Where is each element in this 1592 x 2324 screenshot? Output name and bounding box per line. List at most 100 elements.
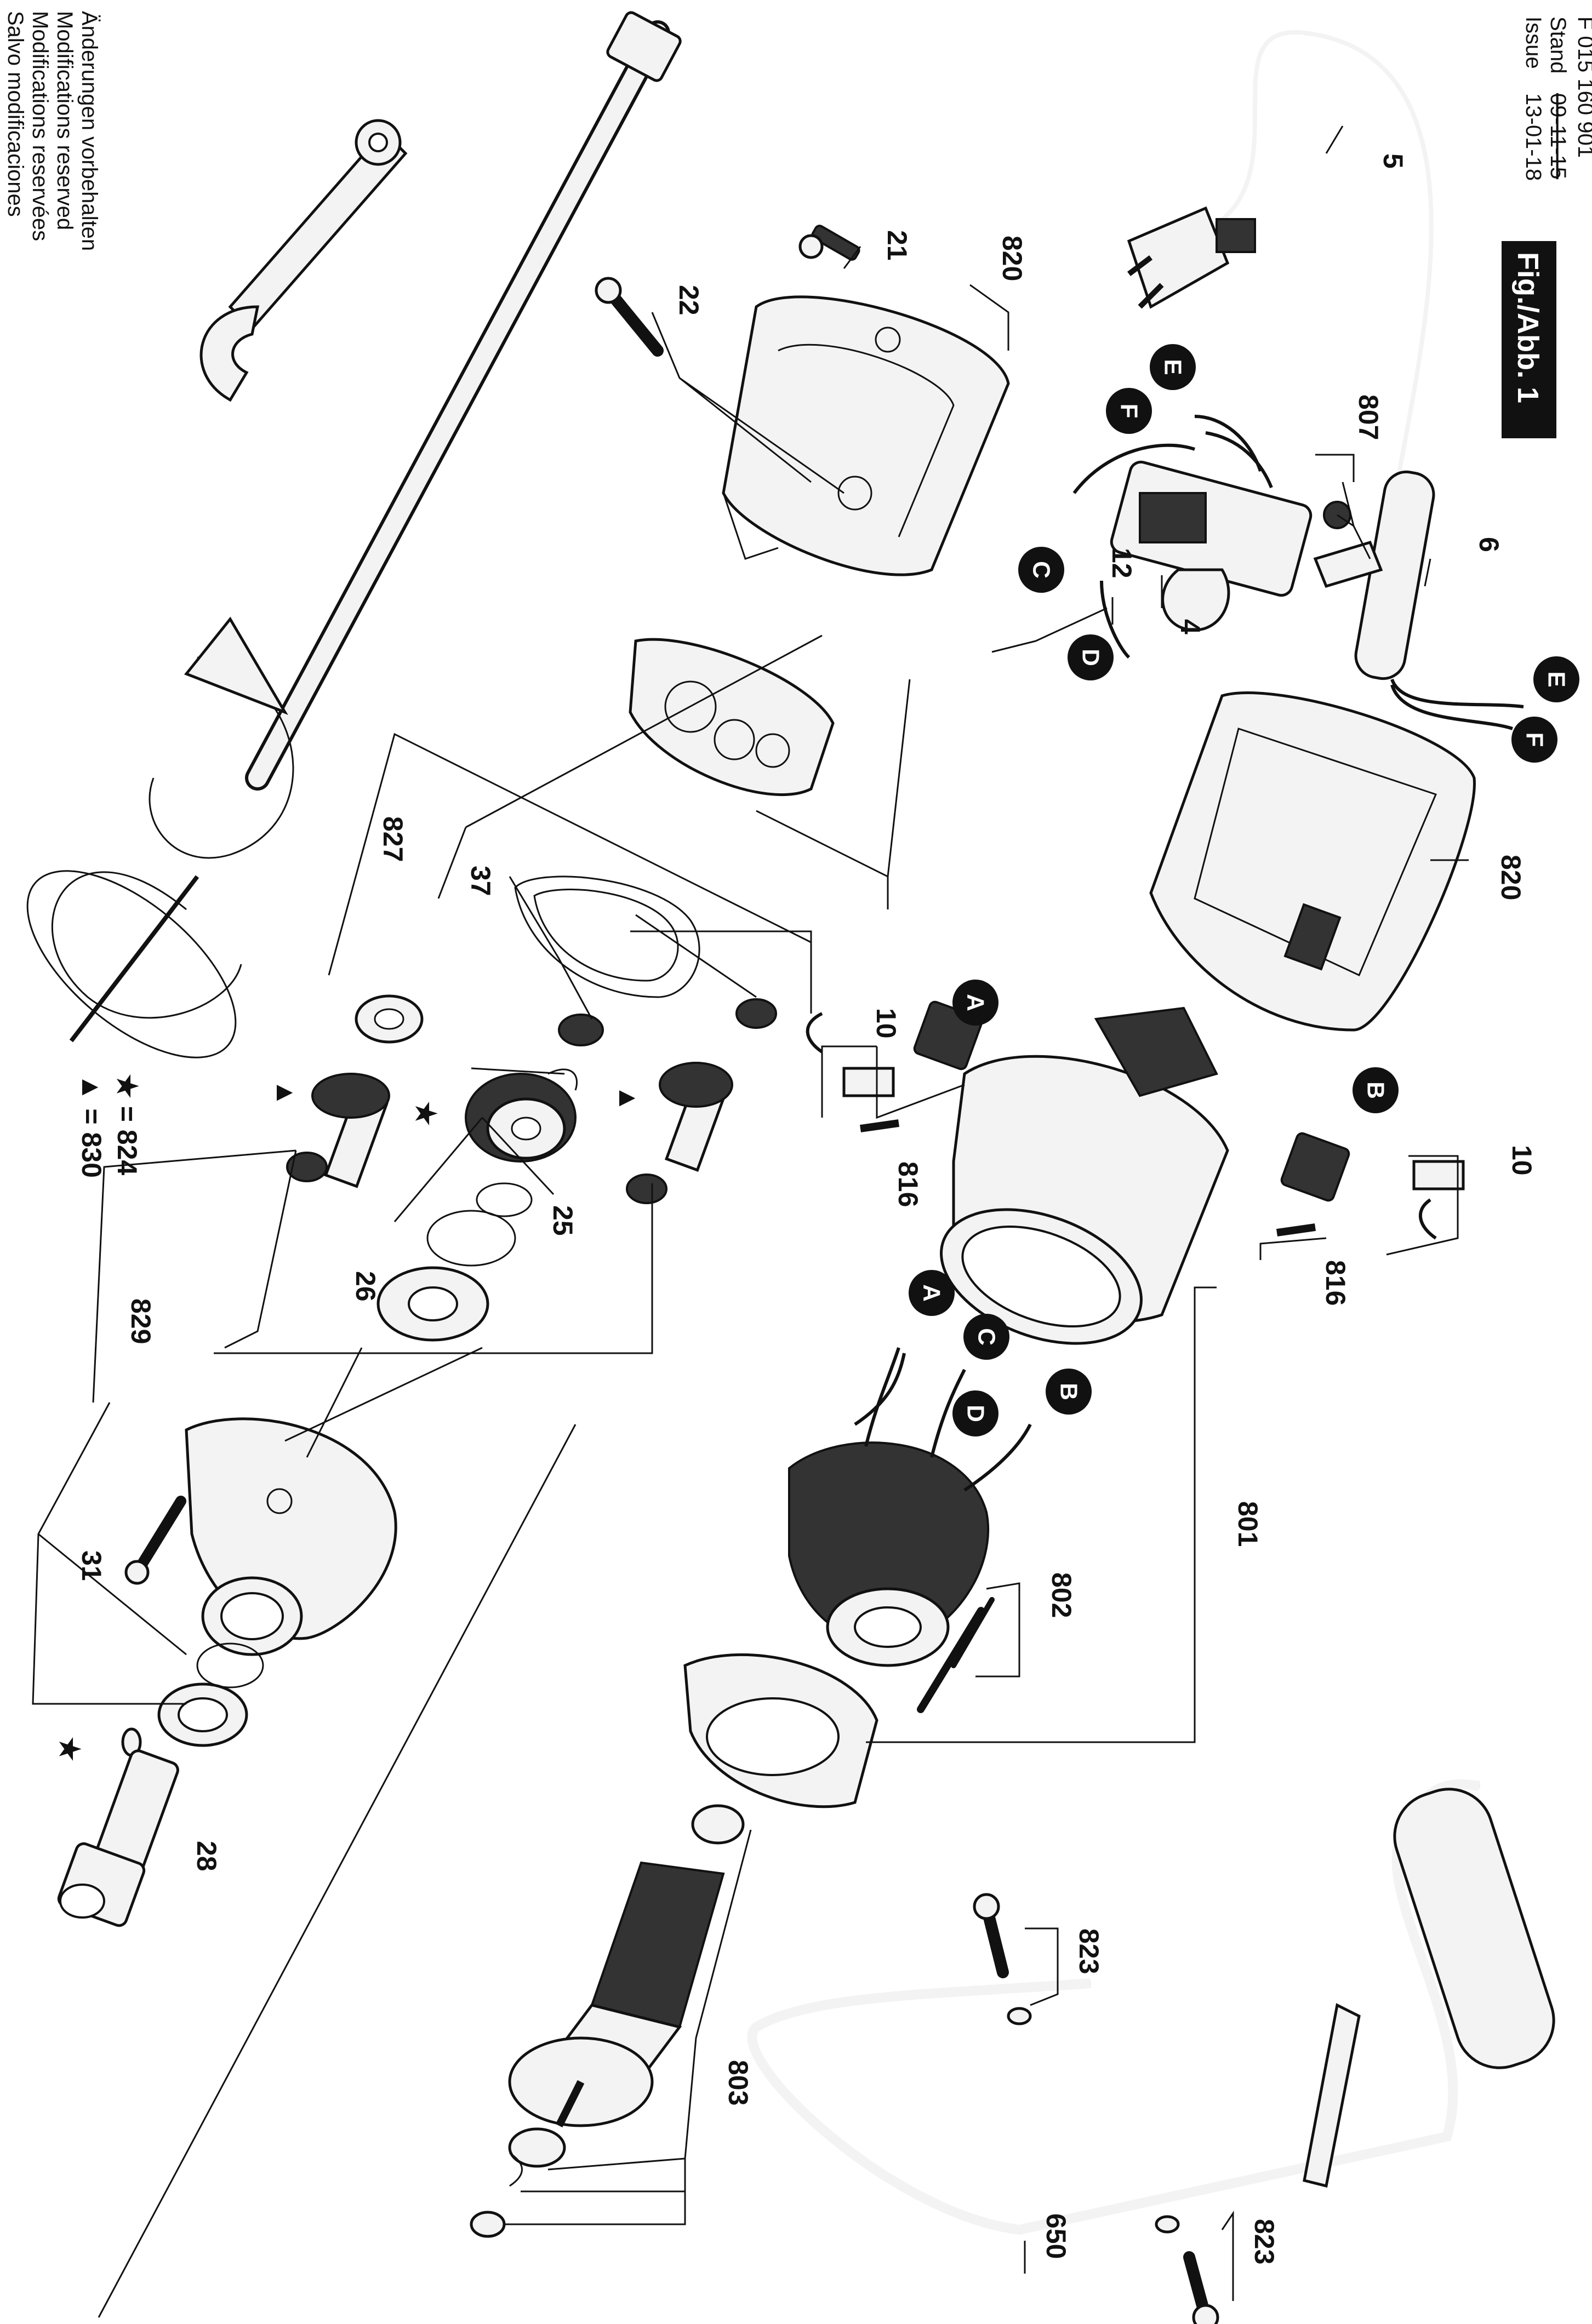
carbon-brush-a — [842, 1067, 895, 1097]
label-part-31: 31 — [76, 1550, 107, 1581]
armature-803 — [470, 1804, 745, 2238]
disclaimer-line-4: Salvo modificaciones — [3, 11, 27, 217]
label-part-12: 12 — [1106, 548, 1137, 579]
label-part-816-a: 816 — [893, 1161, 923, 1207]
connector-badge-B1: B — [1353, 1067, 1399, 1113]
label-part-10-a: 10 — [871, 1008, 901, 1039]
svg-text:D: D — [962, 1405, 989, 1422]
label-part-650: 650 — [1041, 2213, 1071, 2259]
label-part-803: 803 — [723, 2060, 754, 2105]
gear-housing — [185, 1417, 397, 1656]
svg-text:B: B — [1055, 1383, 1082, 1400]
svg-text:C: C — [1028, 561, 1055, 579]
connector-badge-D1: D — [1068, 634, 1114, 680]
label-part-6: 6 — [1474, 537, 1504, 552]
label-part-820-b: 820 — [1496, 855, 1526, 900]
label-part-26: 26 — [350, 1271, 381, 1302]
pinion-left — [311, 1073, 390, 1188]
label-part-827: 827 — [378, 816, 408, 862]
spindle-28 — [57, 1642, 264, 1927]
mixing-paddle — [26, 11, 682, 1058]
motor-housing — [940, 1006, 1229, 1345]
screw-816a — [860, 1119, 899, 1132]
disclaimer-line-2: Modifications reserved — [53, 11, 77, 230]
doc-number: F 015 160 901 — [1573, 16, 1592, 158]
label-part-37: 37 — [465, 866, 496, 896]
screw-816b — [1276, 1223, 1316, 1237]
pinion-right — [659, 1062, 733, 1172]
label-part-25: 25 — [547, 1205, 578, 1236]
document-header: F 015 160 901 Stand 09-11-15 Issue 13-01… — [1502, 16, 1592, 438]
needle-bearing-low-right — [626, 1174, 667, 1204]
spring — [509, 2152, 523, 2187]
screw-31 — [124, 1496, 186, 1585]
gasket-37 — [514, 875, 700, 998]
label-part-823-a: 823 — [1074, 1928, 1104, 1974]
label-part-5: 5 — [1378, 153, 1408, 169]
screw-823b — [1155, 2215, 1219, 2324]
svg-text:B: B — [1362, 1081, 1389, 1099]
label-part-816-b: 816 — [1320, 1260, 1351, 1306]
stator-screw-2 — [951, 1597, 995, 1668]
housing-half-top — [722, 295, 1010, 576]
needle-bearing-mid — [558, 1014, 604, 1046]
switch-assembly — [1072, 415, 1383, 659]
label-part-4: 4 — [1175, 619, 1206, 634]
star-marker-spindle: ★ — [54, 1737, 85, 1761]
spanner-tool — [199, 119, 408, 402]
connector-badge-C2: C — [963, 1314, 1009, 1360]
label-part-802: 802 — [1046, 1572, 1077, 1618]
carbon-brush-b — [1412, 1160, 1465, 1190]
svg-text:D: D — [1077, 649, 1104, 666]
label-part-829: 829 — [125, 1298, 156, 1344]
triangle-marker-right: ▲ — [613, 1085, 644, 1112]
label-part-801: 801 — [1232, 1501, 1263, 1547]
part-labels: 4 5 6 10 10 12 21 22 25 26 28 31 37 650 … — [54, 153, 1537, 2264]
screw-21 — [798, 225, 860, 261]
label-part-10-b: 10 — [1507, 1145, 1537, 1176]
connector-badge-F2: F — [1511, 717, 1557, 763]
brush-holder-b — [1276, 1132, 1465, 1240]
svg-text:C: C — [973, 1328, 1000, 1346]
armature-bearing-top — [691, 1804, 745, 1845]
label-part-807: 807 — [1353, 394, 1384, 440]
armature-bearing-bottom — [508, 2127, 566, 2168]
connector-badge-C1: C — [1018, 547, 1064, 593]
air-guide — [683, 1653, 878, 1808]
svg-text:A: A — [918, 1284, 945, 1302]
triangle-marker-left: ▲ — [271, 1079, 301, 1107]
label-part-22: 22 — [674, 285, 704, 316]
screw-22 — [595, 277, 664, 357]
retaining-ring — [426, 1210, 516, 1267]
needle-bearing-right — [735, 998, 777, 1029]
label-part-28: 28 — [191, 1841, 222, 1871]
leader-lines — [32, 125, 1469, 2318]
housing-half-right — [1149, 691, 1476, 1032]
issue-date: 13-01-18 — [1521, 93, 1545, 181]
connector-badge-E2: E — [1533, 656, 1579, 702]
stand-date-struck: 09-11-15 — [1546, 93, 1570, 179]
connector-badge-E1: E — [1150, 344, 1196, 390]
svg-text:E: E — [1160, 359, 1186, 375]
circlip-lower — [476, 1182, 533, 1217]
needle-bearing-low-left — [286, 1152, 328, 1182]
connector-badge-A2: A — [909, 1270, 955, 1316]
connector-badge-F1: F — [1106, 388, 1152, 434]
label-part-820-a: 820 — [997, 236, 1028, 281]
issue-label: Issue — [1521, 16, 1545, 69]
handle-650 — [747, 1779, 1555, 2235]
connector-badge-B2: B — [1046, 1369, 1092, 1415]
svg-text:F: F — [1116, 404, 1143, 419]
connector-badges: A A B B C C D D E E F F — [909, 344, 1579, 1436]
circlip-upper — [547, 1068, 578, 1091]
symbol-legend: ★ = 824 ▲ = 830 — [76, 1074, 142, 1178]
stand-label: Stand — [1546, 16, 1570, 74]
disclaimer-line-1: Änderungen vorbehalten — [77, 11, 101, 251]
svg-text:E: E — [1543, 671, 1570, 687]
label-part-823-b: 823 — [1249, 2219, 1280, 2264]
connector-badge-D2: D — [952, 1390, 998, 1436]
label-part-21: 21 — [882, 230, 912, 261]
legend-star: ★ = 824 — [112, 1074, 142, 1175]
figure-label-box — [1502, 241, 1556, 438]
